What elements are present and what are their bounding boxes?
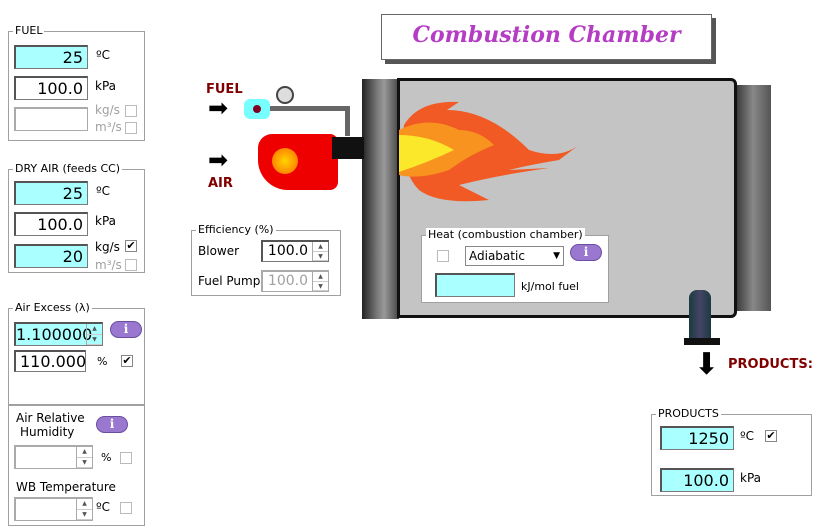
- page-title: Combustion Chamber: [412, 22, 681, 48]
- fuel-pump-label: Fuel Pump: [198, 274, 261, 288]
- products-temp-checkbox[interactable]: ✔: [765, 429, 777, 442]
- air-arrow-icon: ➡: [208, 146, 229, 174]
- products-diagram-label: PRODUCTS:: [728, 357, 813, 372]
- humidity-spin-buttons[interactable]: ▲▼: [76, 447, 92, 468]
- heat-mode-select[interactable]: Adiabatic ▼: [465, 246, 564, 266]
- lambda-spinner[interactable]: 1.100000 ▲▼: [14, 322, 103, 346]
- chamber-right-flange: [735, 85, 771, 311]
- flame-icon: [399, 101, 579, 202]
- fuel-mass-checkbox[interactable]: [125, 105, 137, 117]
- fuel-pipe: [270, 106, 350, 111]
- pump-spin-buttons[interactable]: ▲▼: [312, 272, 328, 291]
- lambda-spin-buttons[interactable]: ▲▼: [86, 324, 102, 345]
- heat-legend: Heat (combustion chamber): [426, 228, 585, 241]
- humidity-group: [8, 405, 145, 526]
- humidity-unit: %: [101, 451, 112, 464]
- products-arrow-icon: ⬇: [694, 347, 720, 382]
- heat-value-input[interactable]: [435, 273, 515, 297]
- air-group: DRY AIR (feeds CC): [8, 162, 145, 273]
- fuel-temp-unit: ºC: [96, 48, 111, 62]
- air-flow-input[interactable]: 20: [14, 244, 88, 268]
- humidity-checkbox[interactable]: [120, 452, 132, 464]
- chamber-left-flange: [362, 79, 399, 319]
- pressure-gauge-icon: [276, 86, 294, 104]
- chevron-down-icon: ▼: [553, 251, 560, 261]
- air-mass-unit: kg/s: [95, 240, 120, 254]
- fuel-temp-input[interactable]: 25: [14, 45, 88, 69]
- heat-checkbox[interactable]: [437, 250, 449, 262]
- humidity-spinner[interactable]: ▲▼: [14, 445, 93, 469]
- air-pressure-input[interactable]: 100.0: [14, 212, 88, 236]
- air-diagram-label: AIR: [208, 176, 233, 191]
- fuel-vol-unit: m³/s: [95, 120, 122, 134]
- excess-percent-checkbox[interactable]: ✔: [121, 354, 133, 367]
- fuel-pump-efficiency-spinner[interactable]: 100.0 ▲▼: [261, 270, 329, 292]
- fuel-diagram-label: FUEL: [206, 82, 243, 97]
- products-pressure-input[interactable]: 100.0: [660, 468, 734, 492]
- fuel-pipe-vertical: [345, 106, 350, 136]
- fuel-legend: FUEL: [13, 24, 45, 37]
- wb-temp-spin-buttons[interactable]: ▲▼: [76, 499, 92, 520]
- products-temp-unit: ºC: [740, 429, 755, 443]
- products-group: PRODUCTS: [651, 407, 812, 496]
- air-excess-group: Air Excess (λ): [8, 301, 145, 405]
- air-vol-unit: m³/s: [95, 258, 122, 272]
- excess-info-button[interactable]: i: [110, 321, 142, 338]
- blower-duct: [332, 137, 364, 159]
- wb-temp-unit: ºC: [96, 500, 111, 514]
- humidity-label-1: Air Relative: [16, 411, 85, 425]
- heat-unit: kJ/mol fuel: [521, 280, 579, 293]
- lambda-value: 1.100000: [16, 325, 93, 344]
- fuel-pump-efficiency-value: 100.0: [267, 273, 308, 289]
- products-temp-input[interactable]: 1250: [660, 426, 734, 450]
- air-mass-checkbox[interactable]: ✔: [125, 239, 137, 252]
- air-vol-checkbox[interactable]: [125, 259, 137, 271]
- fuel-group: FUEL: [8, 24, 145, 141]
- title-box: Combustion Chamber: [381, 14, 712, 60]
- air-excess-legend: Air Excess (λ): [13, 301, 92, 314]
- blower-efficiency-spinner[interactable]: 100.0 ▲▼: [261, 240, 329, 262]
- heat-mode-value: Adiabatic: [469, 249, 525, 263]
- air-legend: DRY AIR (feeds CC): [13, 162, 123, 175]
- wb-temp-label: WB Temperature: [16, 480, 116, 494]
- fuel-flow-input[interactable]: [14, 107, 88, 131]
- humidity-label-2: Humidity: [20, 425, 75, 439]
- efficiency-legend: Efficiency (%): [196, 223, 276, 236]
- fuel-mass-unit: kg/s: [95, 103, 120, 117]
- products-legend: PRODUCTS: [656, 407, 721, 420]
- air-temp-input[interactable]: 25: [14, 181, 88, 205]
- fuel-pressure-input[interactable]: 100.0: [14, 76, 88, 100]
- blower-icon: [258, 134, 338, 190]
- fuel-pressure-unit: kPa: [95, 79, 116, 93]
- wb-temp-spinner[interactable]: ▲▼: [14, 497, 93, 521]
- blower-efficiency-value: 100.0: [267, 243, 308, 259]
- air-pressure-unit: kPa: [95, 214, 116, 228]
- fuel-inlet: [244, 99, 270, 119]
- wb-temp-checkbox[interactable]: [120, 502, 132, 514]
- exhaust-pipe: [689, 290, 711, 340]
- blower-label: Blower: [198, 244, 240, 258]
- fuel-vol-checkbox[interactable]: [125, 122, 137, 134]
- humidity-info-button[interactable]: i: [96, 416, 128, 433]
- heat-info-button[interactable]: i: [570, 244, 602, 261]
- fuel-arrow-icon: ➡: [208, 94, 229, 122]
- blower-spin-buttons[interactable]: ▲▼: [312, 242, 328, 261]
- products-pressure-unit: kPa: [740, 471, 761, 485]
- exhaust-flange: [684, 338, 720, 345]
- air-temp-unit: ºC: [96, 184, 111, 198]
- efficiency-group: Efficiency (%): [191, 223, 341, 296]
- excess-percent-input[interactable]: 110.000: [14, 350, 86, 372]
- excess-percent-unit: %: [97, 355, 108, 368]
